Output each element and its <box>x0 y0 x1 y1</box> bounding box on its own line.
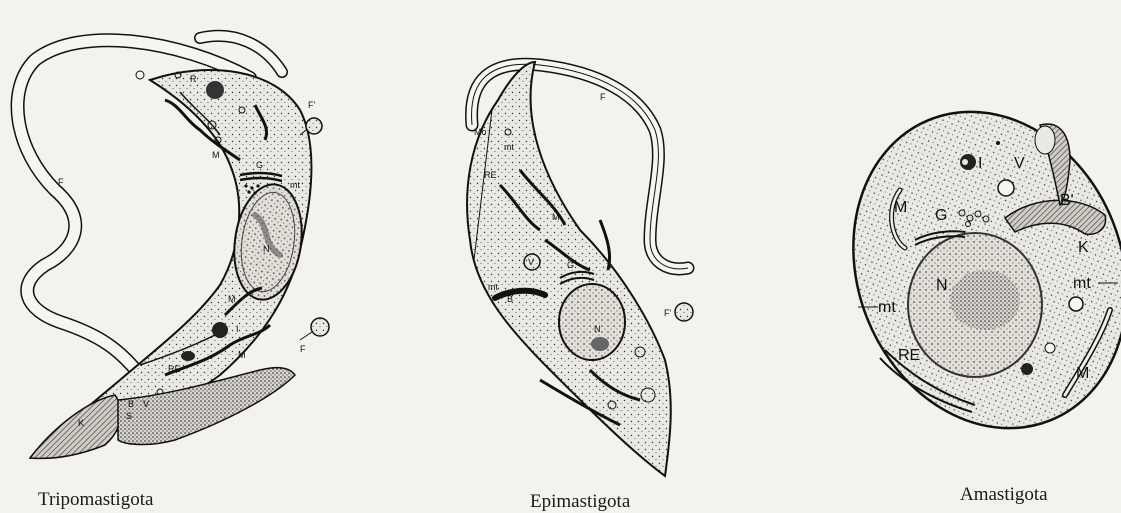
epi-nucleus <box>559 284 625 360</box>
ama-label-vacuole: V <box>1014 155 1025 172</box>
ama-label-microtubules-left: mt <box>878 299 896 316</box>
epi-label-golgi: G <box>567 260 574 270</box>
amastigota-drawing: I V B' M G K mt N mt RE M <box>807 70 1121 469</box>
epi-label-microtubules-side: mt <box>488 282 498 292</box>
caption-tripomastigota: Tripomastigota <box>38 489 153 511</box>
tripomastigota-drawing: F F' F R M G mt N M I M RE B S V K <box>18 36 329 459</box>
tripo-label-mitochondrion-mid: M <box>228 294 236 304</box>
tripo-label-mitochondrion-low: M <box>238 350 246 360</box>
epi-label-nucleus: N <box>594 324 601 334</box>
tripo-kinetoplast <box>30 395 121 458</box>
tripo-label-inclusion: I <box>236 324 239 334</box>
ama-label-inclusion: I <box>978 155 982 172</box>
caption-epimastigota: Epimastigota <box>530 491 630 513</box>
ama-label-kinetoplast: K <box>1078 239 1089 256</box>
tripo-label-nucleus: N <box>263 244 270 254</box>
ama-label-er: RE <box>898 347 920 364</box>
tripo-label-kinetoplast: K <box>78 418 84 428</box>
epi-label-mitochondrion: M <box>552 212 560 222</box>
epi-label-mitochondrion-top: Mo <box>474 127 487 137</box>
epi-label-er: RE <box>484 170 497 180</box>
ama-label-nucleus: N <box>936 277 948 294</box>
tripo-label-reservosome: R <box>190 74 197 84</box>
tripo-label-flagellum-section-top: F' <box>308 100 315 110</box>
tripo-label-flagellum-section-bottom: F <box>300 344 306 354</box>
tripo-label-vacuole: V <box>143 399 149 409</box>
ama-label-golgi: G <box>935 207 947 224</box>
ama-label-microtubules-right: mt <box>1073 275 1091 292</box>
tripo-label-er: RE <box>168 364 181 374</box>
tripo-label-flagellum: F <box>58 177 64 187</box>
tripo-label-microtubules: mt <box>290 180 300 190</box>
epi-label-flagellum-section: F' <box>664 308 671 318</box>
tripo-label-mitochondrion-top: M <box>212 150 220 160</box>
ama-label-basal-body: B' <box>1060 192 1074 209</box>
tripo-label-golgi: G <box>256 160 263 170</box>
epi-label-flagellum: F <box>600 92 606 102</box>
epimastigota-drawing: F Mo mt RE M V G mt B N F' <box>467 62 693 476</box>
ama-label-mitochondrion-right: M <box>1076 365 1089 382</box>
tripo-label-flagellar-pocket: S <box>126 411 132 421</box>
epi-label-vacuole: V <box>528 257 534 267</box>
caption-amastigota: Amastigota <box>960 484 1048 506</box>
ama-label-mitochondrion-left: M <box>894 199 907 216</box>
tripo-label-basal-body: B <box>128 399 134 409</box>
epi-label-microtubules-top: mt <box>504 142 514 152</box>
epi-label-basal-body: B <box>507 294 513 304</box>
